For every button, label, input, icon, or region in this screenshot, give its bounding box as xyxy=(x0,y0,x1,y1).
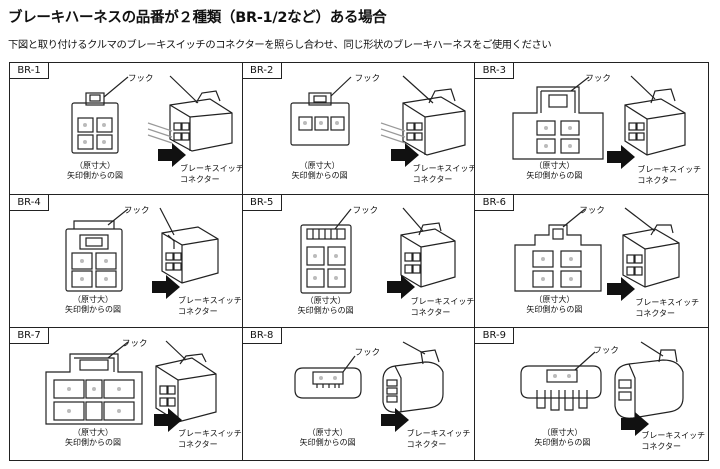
connector-label: BR-4 xyxy=(10,195,49,212)
connector-grid: BR-1 xyxy=(9,62,709,461)
hook-label: フック xyxy=(128,74,154,84)
hook-label: フック xyxy=(122,338,148,349)
connector-cell-br5: BR-5 フック xyxy=(242,195,476,328)
brake-switch-connector-label: ブレーキスイッチ コネクター xyxy=(180,164,243,184)
hook-label: フック xyxy=(124,206,150,217)
connector-illustration xyxy=(65,208,219,300)
connector-illustration xyxy=(520,341,684,436)
hook-label: フック xyxy=(585,74,611,84)
brake-switch-connector-label: ブレーキスイッチ コネクター xyxy=(178,296,242,317)
hook-label: フック xyxy=(593,345,619,356)
connector-label: BR-7 xyxy=(10,327,49,344)
view-caption: （原寸大） 矢印側からの図 xyxy=(65,427,121,447)
page-subtitle: 下図と取り付けるクルマのブレーキスイッチのコネクターを照らし合わせ、同じ形状のブ… xyxy=(8,39,552,51)
connector-cell-br2: BR-2 フック xyxy=(242,63,476,196)
connector-label: BR-2 xyxy=(242,63,282,79)
connector-illustration xyxy=(514,207,680,302)
connector-label: BR-5 xyxy=(242,195,282,212)
connector-label: BR-9 xyxy=(475,327,515,344)
brake-switch-connector-label: ブレーキスイッチ コネクター xyxy=(641,430,706,451)
connector-label: BR-1 xyxy=(10,63,49,79)
connector-cell-br4: BR-4 フック xyxy=(10,195,243,328)
hook-label: フック xyxy=(354,347,381,358)
hook-label: フック xyxy=(354,74,381,84)
connector-illustration xyxy=(290,75,466,167)
view-caption: （原寸大） 矢印側からの図 xyxy=(526,295,583,315)
connector-illustration xyxy=(71,75,233,167)
connector-cell-br8: BR-8 フック （原寸大） 矢印側からの図 xyxy=(242,327,476,460)
view-caption: （原寸大） 矢印側からの図 xyxy=(534,427,591,447)
connector-cell-br3: BR-3 フック xyxy=(475,63,708,196)
brake-switch-connector-label: ブレーキスイッチ コネクター xyxy=(410,297,475,318)
view-caption: （原寸大） 矢印側からの図 xyxy=(297,296,354,316)
connector-cell-br7: BR-7 xyxy=(10,327,243,460)
connector-cell-br1: BR-1 xyxy=(10,63,243,196)
brake-switch-connector-label: ブレーキスイッチ コネクター xyxy=(178,428,242,449)
view-caption: （原寸大） 矢印側からの図 xyxy=(291,161,348,180)
connector-illustration xyxy=(45,340,217,432)
view-caption: （原寸大） 矢印側からの図 xyxy=(526,161,583,180)
connector-label: BR-3 xyxy=(475,63,515,79)
connector-cell-br9: BR-9 フック （原寸大） 矢印側からの図 xyxy=(475,327,708,460)
brake-switch-connector-label: ブレーキスイッチ コネクター xyxy=(635,298,700,319)
connector-illustration xyxy=(300,207,456,300)
page-title: ブレーキハーネスの品番が２種類（BR-1/2など）ある場合 xyxy=(8,10,387,26)
brake-switch-connector-label: ブレーキスイッチ コネクター xyxy=(406,428,471,449)
view-caption: （原寸大） 矢印側からの図 xyxy=(67,161,123,180)
hook-label: フック xyxy=(352,206,379,217)
brake-switch-connector-label: ブレーキスイッチ コネクター xyxy=(637,165,702,185)
view-caption: （原寸大） 矢印側からの図 xyxy=(65,295,121,315)
view-caption: （原寸大） 矢印側からの図 xyxy=(299,427,356,447)
brake-switch-connector-label: ブレーキスイッチ コネクター xyxy=(412,164,476,184)
connector-label: BR-6 xyxy=(475,195,515,212)
connector-illustration xyxy=(512,75,686,169)
connector-illustration xyxy=(294,341,444,432)
connector-label: BR-8 xyxy=(242,327,282,344)
connector-cell-br6: BR-6 フック xyxy=(475,195,708,328)
hook-label: フック xyxy=(579,206,605,217)
